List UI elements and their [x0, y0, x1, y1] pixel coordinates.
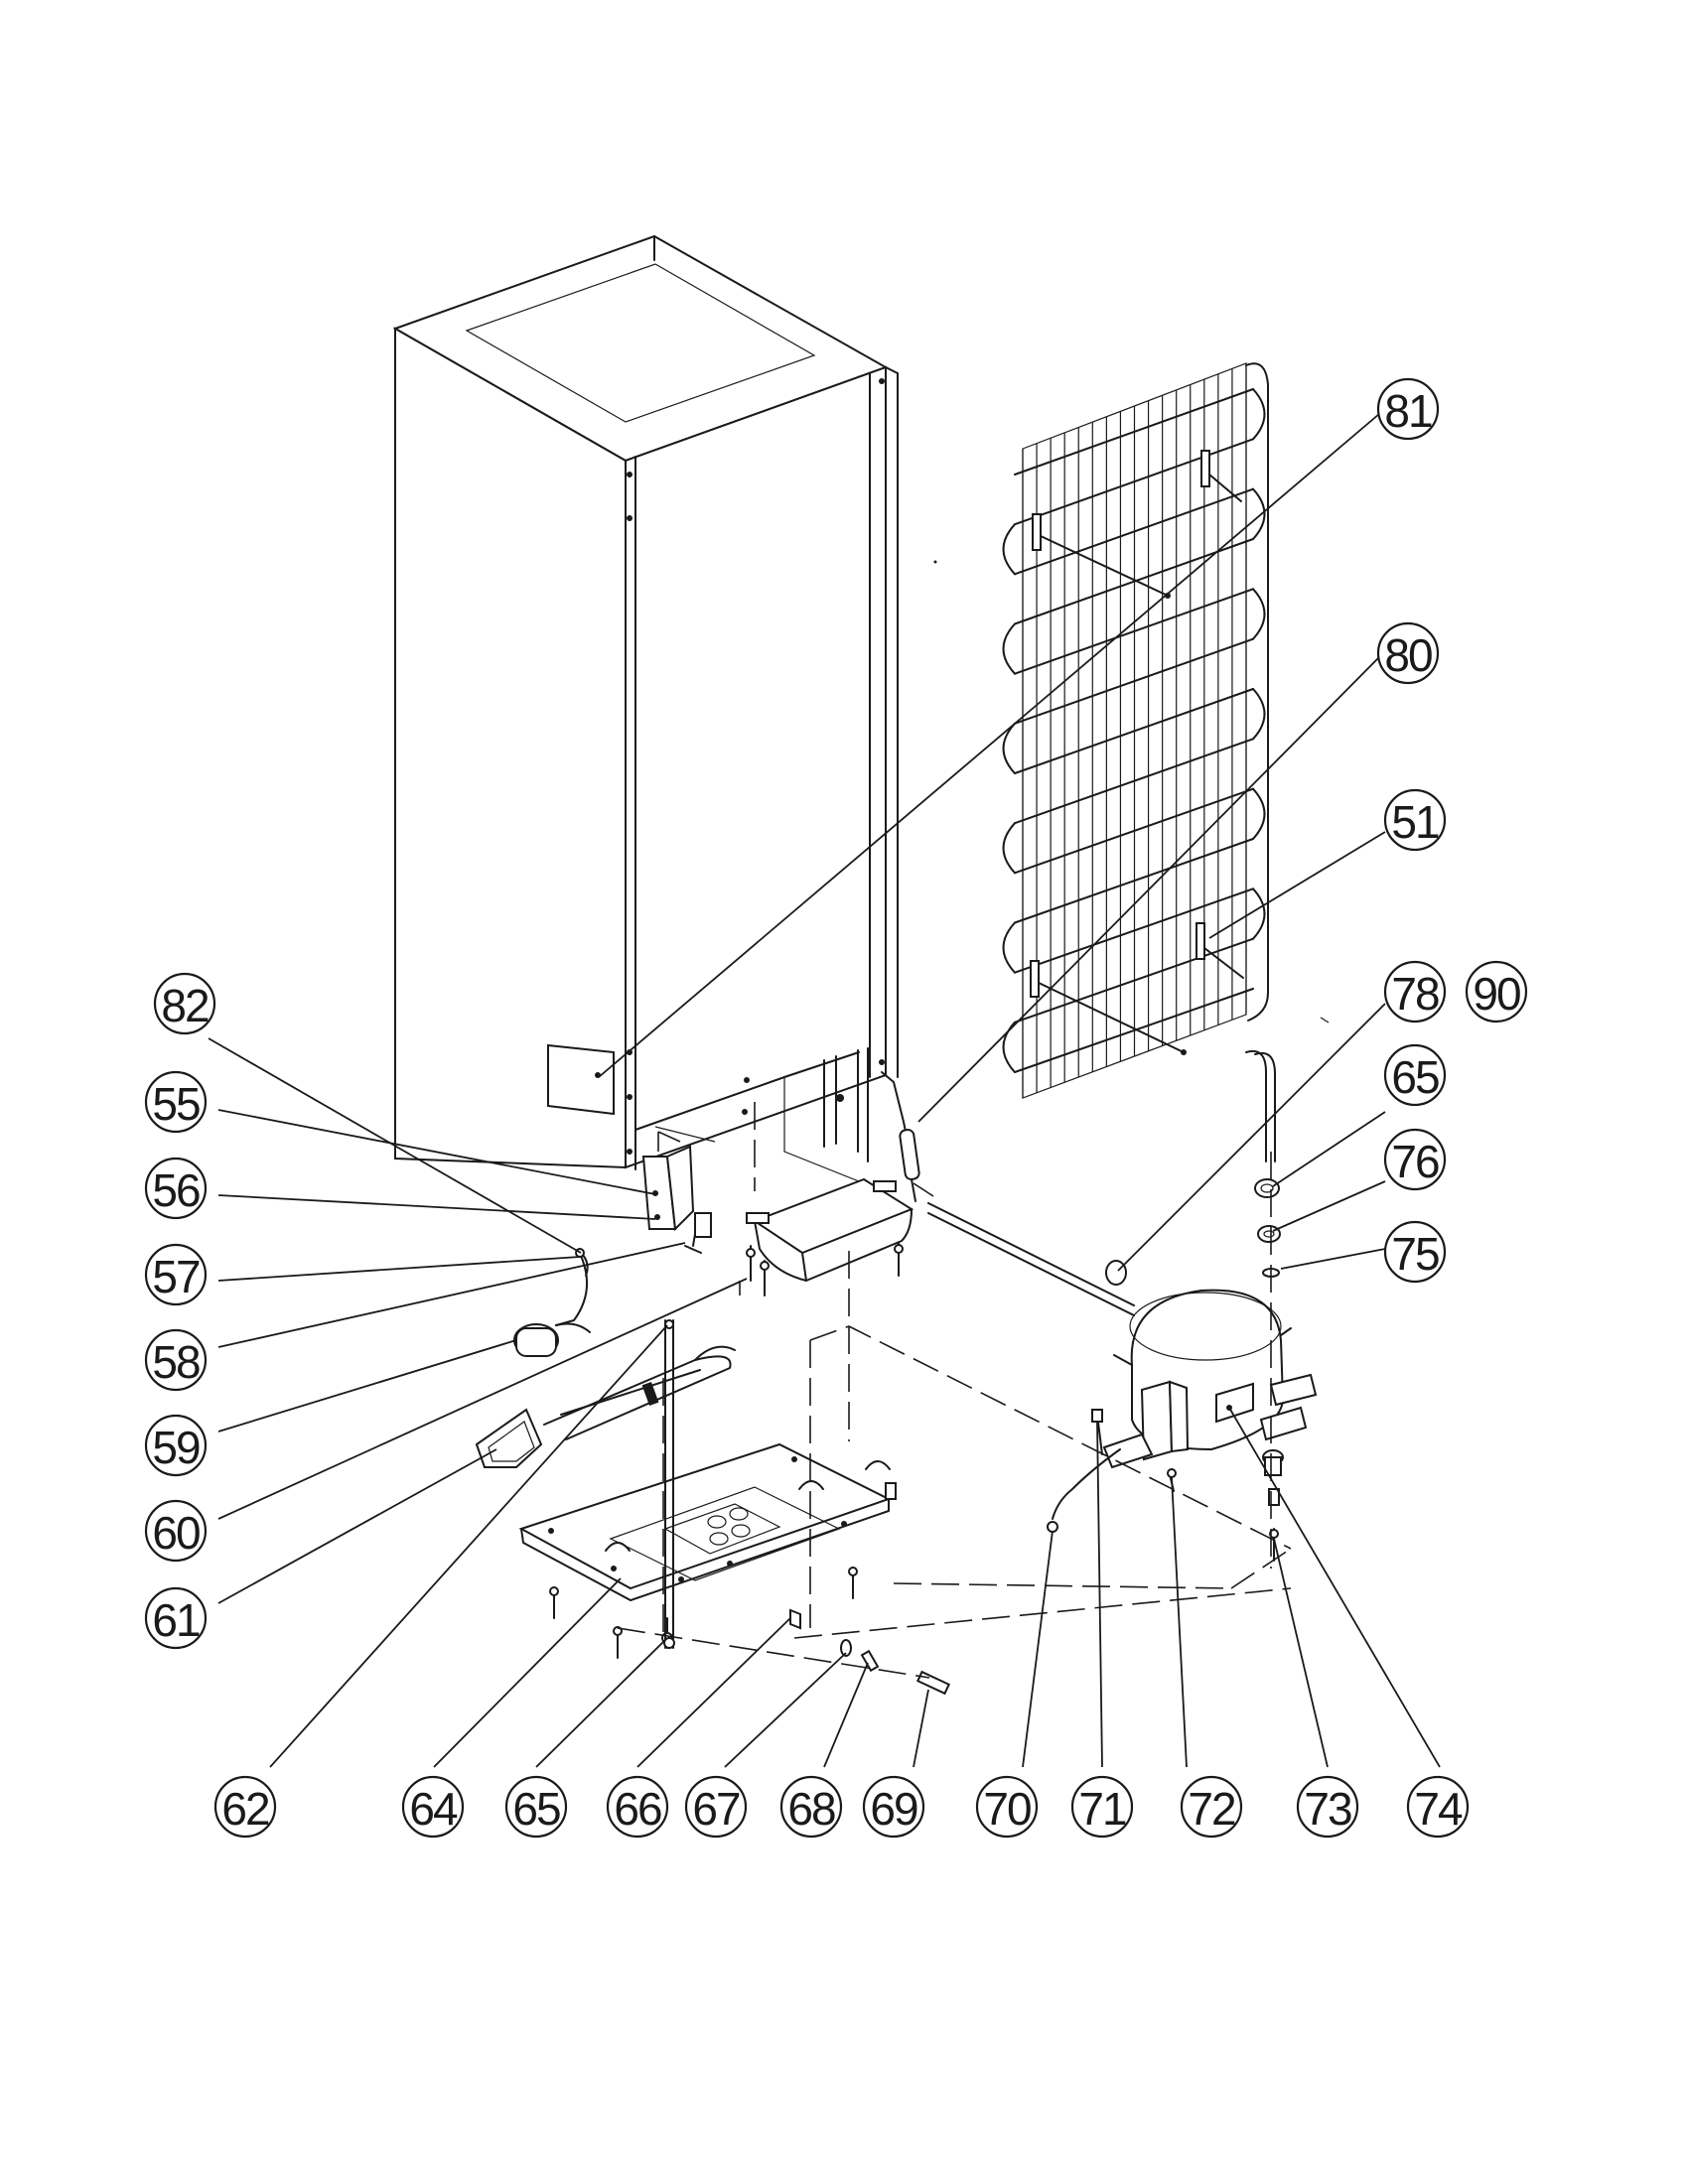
callout-57[interactable]: 57: [144, 1243, 208, 1306]
callout-57-label: 57: [152, 1251, 200, 1302]
callout-64[interactable]: 64: [401, 1775, 465, 1839]
callout-70[interactable]: 70: [975, 1775, 1039, 1839]
callout-68-label: 68: [787, 1783, 835, 1835]
callout-66[interactable]: 66: [606, 1775, 669, 1839]
long-screws: [663, 1319, 675, 1649]
callout-56-label: 56: [152, 1164, 200, 1216]
callout-81[interactable]: 81: [1376, 377, 1440, 441]
callout-74-label: 74: [1414, 1783, 1463, 1835]
callout-55[interactable]: 55: [144, 1070, 208, 1134]
callout-59-label: 59: [152, 1422, 200, 1473]
filter-drier: [881, 1071, 920, 1202]
heater-wire-bundle: [475, 1345, 736, 1468]
callout-70-label: 70: [983, 1783, 1031, 1835]
mounting-hardware: [789, 1608, 951, 1696]
callout-76-label: 76: [1391, 1136, 1439, 1187]
callout-65-upper[interactable]: 65: [1383, 1043, 1447, 1107]
callout-90[interactable]: 90: [1465, 960, 1528, 1024]
callout-56[interactable]: 56: [144, 1157, 208, 1220]
callout-51-label: 51: [1391, 796, 1439, 848]
callout-75-label: 75: [1391, 1228, 1439, 1280]
callout-60-label: 60: [152, 1507, 200, 1559]
callout-72-label: 72: [1188, 1783, 1235, 1835]
compressor-base-plate: [518, 1442, 897, 1601]
callout-71-label: 71: [1078, 1783, 1126, 1835]
callout-58-label: 58: [152, 1336, 200, 1388]
callout-72[interactable]: 72: [1180, 1775, 1243, 1839]
callout-67[interactable]: 67: [684, 1775, 748, 1839]
callout-81-label: 81: [1384, 385, 1432, 437]
callout-73-label: 73: [1304, 1783, 1351, 1835]
callout-65-upper-label: 65: [1391, 1051, 1439, 1103]
compressor-wiring: [1047, 1409, 1177, 1533]
callout-51[interactable]: 51: [1383, 788, 1447, 852]
leader-lines: [208, 413, 1441, 1768]
cabinet: [392, 234, 899, 1182]
callout-68[interactable]: 68: [779, 1775, 843, 1839]
callout-62[interactable]: 62: [213, 1775, 277, 1839]
callout-67-label: 67: [692, 1783, 740, 1835]
callout-90-label: 90: [1473, 968, 1520, 1020]
callout-82[interactable]: 82: [153, 972, 216, 1035]
condenser-coil: [1002, 362, 1276, 1162]
wall-bracket: [641, 1145, 712, 1254]
callout-71[interactable]: 71: [1070, 1775, 1134, 1839]
callout-58[interactable]: 58: [144, 1328, 208, 1392]
callout-78-label: 78: [1391, 968, 1439, 1020]
assembly-lines: [617, 1102, 1292, 1679]
callout-69-label: 69: [870, 1783, 917, 1835]
suction-tube: [927, 1202, 1135, 1316]
callout-78[interactable]: 78: [1383, 960, 1447, 1024]
drip-tray: [746, 1177, 914, 1282]
power-cord: [513, 1255, 591, 1357]
callout-74[interactable]: 74: [1406, 1775, 1470, 1839]
callout-76[interactable]: 76: [1383, 1128, 1447, 1191]
callout-61[interactable]: 61: [144, 1586, 208, 1650]
callout-65-lower-label: 65: [512, 1783, 560, 1835]
callout-55-label: 55: [152, 1078, 200, 1130]
callout-75[interactable]: 75: [1383, 1220, 1447, 1284]
callout-82-label: 82: [161, 980, 209, 1031]
callout-73[interactable]: 73: [1296, 1775, 1359, 1839]
callout-65-lower[interactable]: 65: [504, 1775, 568, 1839]
compressor: [1102, 1289, 1318, 1469]
callout-80-label: 80: [1384, 629, 1432, 681]
callout-69[interactable]: 69: [862, 1775, 925, 1839]
callout-62-label: 62: [221, 1783, 269, 1835]
callout-80[interactable]: 80: [1376, 621, 1440, 685]
callout-61-label: 61: [152, 1594, 200, 1646]
callout-59[interactable]: 59: [144, 1414, 208, 1477]
callout-60[interactable]: 60: [144, 1499, 208, 1563]
callout-66-label: 66: [614, 1783, 661, 1835]
callout-64-label: 64: [409, 1783, 458, 1835]
